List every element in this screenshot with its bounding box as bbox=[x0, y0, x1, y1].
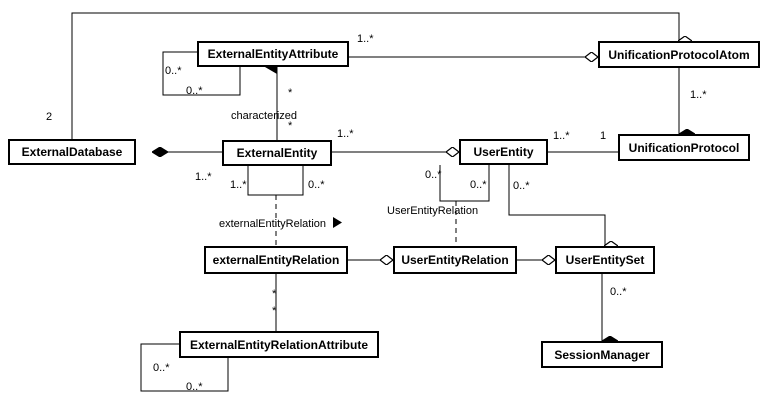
class-box-session-manager[interactable]: SessionManager bbox=[541, 341, 663, 368]
class-name-external-entity-attribute: ExternalEntityAttribute bbox=[207, 47, 339, 61]
multiplicity-label: 1..* bbox=[195, 171, 212, 183]
connector-userentity-userentityset bbox=[508, 165, 605, 246]
class-box-external-entity-relation-attribute[interactable]: ExternalEntityRelationAttribute bbox=[179, 331, 379, 358]
class-box-user-entity[interactable]: UserEntity bbox=[459, 139, 548, 165]
multiplicity-label: * bbox=[272, 288, 277, 300]
class-name-external-database: ExternalDatabase bbox=[21, 145, 123, 159]
multiplicity-label: * bbox=[288, 120, 293, 132]
multiplicity-label: 2 bbox=[46, 111, 53, 123]
class-name-external-entity-relation-attribute: ExternalEntityRelationAttribute bbox=[189, 337, 369, 352]
multiplicity-label: 0..* bbox=[186, 85, 203, 97]
multiplicity-label: 0..* bbox=[425, 169, 442, 181]
class-box-unification-protocol-atom[interactable]: UnificationProtocolAtom bbox=[598, 41, 760, 68]
connector-externaldatabase-unificationprotocolatom bbox=[71, 12, 679, 139]
class-name-user-entity: UserEntity bbox=[473, 145, 534, 159]
multiplicity-label: 1 bbox=[600, 130, 607, 142]
multiplicity-label: 0..* bbox=[513, 180, 530, 192]
connector-userentity-self bbox=[439, 165, 490, 202]
class-box-user-entity-relation[interactable]: UserEntityRelation bbox=[393, 246, 517, 274]
association-label-characterized: characterized bbox=[231, 110, 298, 122]
class-name-external-entity: ExternalEntity bbox=[236, 146, 318, 160]
connector-externalentityrelationattribute-self bbox=[140, 343, 229, 392]
multiplicity-label: 0..* bbox=[165, 65, 182, 77]
multiplicity-label: 1..* bbox=[337, 128, 354, 140]
multiplicity-label: * bbox=[288, 87, 293, 99]
class-name-user-entity-relation: UserEntityRelation bbox=[401, 253, 509, 267]
multiplicity-label: 1..* bbox=[357, 33, 374, 45]
class-box-external-entity-attribute[interactable]: ExternalEntityAttribute bbox=[197, 41, 349, 67]
multiplicity-label: 1..* bbox=[690, 89, 707, 101]
multiplicity-label: 1..* bbox=[230, 179, 247, 191]
class-box-unification-protocol[interactable]: UnificationProtocol bbox=[618, 134, 750, 161]
class-box-external-database[interactable]: ExternalDatabase bbox=[8, 139, 136, 165]
navigation-arrow-icon bbox=[333, 217, 343, 228]
multiplicity-label: 0..* bbox=[186, 381, 203, 393]
connector-externalentityattribute-self bbox=[162, 51, 241, 96]
class-box-external-entity-relation[interactable]: externalEntityRelation bbox=[204, 246, 348, 274]
multiplicity-label: 0..* bbox=[470, 179, 487, 191]
class-name-user-entity-set: UserEntitySet bbox=[565, 253, 645, 267]
multiplicity-label: 0..* bbox=[610, 286, 627, 298]
class-name-external-entity-relation: externalEntityRelation bbox=[212, 253, 340, 267]
class-name-unification-protocol: UnificationProtocol bbox=[628, 140, 740, 155]
multiplicity-label: 0..* bbox=[308, 179, 325, 191]
class-box-external-entity[interactable]: ExternalEntity bbox=[222, 140, 332, 166]
multiplicity-label: * bbox=[272, 305, 277, 317]
association-label-external-entity-relation: externalEntityRelation bbox=[219, 217, 343, 230]
association-label-text: externalEntityRelation bbox=[219, 218, 327, 230]
class-box-user-entity-set[interactable]: UserEntitySet bbox=[555, 246, 655, 274]
association-label-user-entity-relation: UserEntityRelation bbox=[387, 205, 479, 217]
multiplicity-label: 0..* bbox=[153, 362, 170, 374]
class-name-session-manager: SessionManager bbox=[554, 347, 650, 362]
multiplicity-label: 1..* bbox=[553, 130, 570, 142]
class-name-unification-protocol-atom: UnificationProtocolAtom bbox=[608, 47, 750, 62]
connector-externalentity-self bbox=[247, 166, 304, 196]
